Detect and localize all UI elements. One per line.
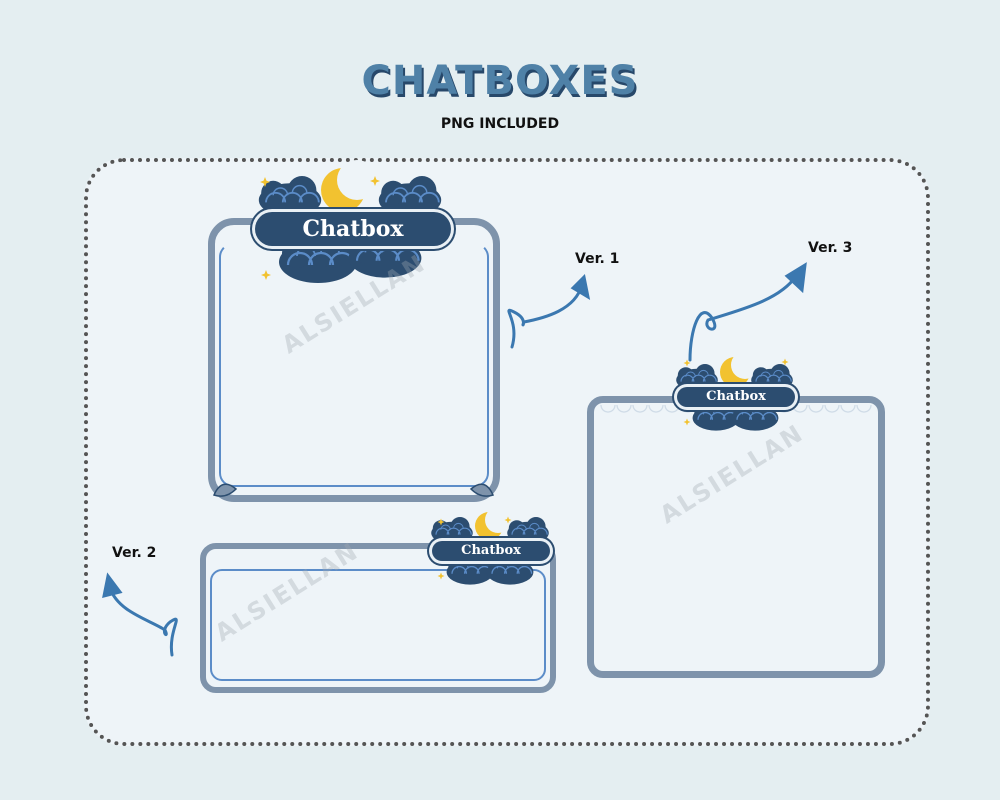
chatbox-ver1-badge: Chatbox bbox=[255, 212, 451, 246]
corner-flourish bbox=[212, 483, 495, 497]
moon-icon bbox=[720, 351, 759, 387]
moon-icon bbox=[321, 160, 377, 212]
page-subtitle: PNG INCLUDED bbox=[440, 116, 560, 132]
arrow-icon bbox=[507, 273, 591, 349]
page-title: CHATBOXES bbox=[361, 58, 639, 104]
chatbox-ver2-badge: Chatbox bbox=[432, 541, 550, 561]
ver1-label: Ver. 1 bbox=[575, 251, 620, 267]
chatbox-ver3-badge: Chatbox bbox=[677, 387, 795, 407]
moon-icon bbox=[475, 507, 511, 540]
ver3-label: Ver. 3 bbox=[808, 240, 853, 256]
arrow-icon bbox=[102, 572, 178, 657]
chatbox-ver2-inner-border bbox=[210, 569, 546, 681]
chatbox-ver1-inner-border bbox=[219, 243, 489, 487]
ver2-label: Ver. 2 bbox=[112, 545, 157, 561]
arrow-icon bbox=[688, 262, 807, 362]
